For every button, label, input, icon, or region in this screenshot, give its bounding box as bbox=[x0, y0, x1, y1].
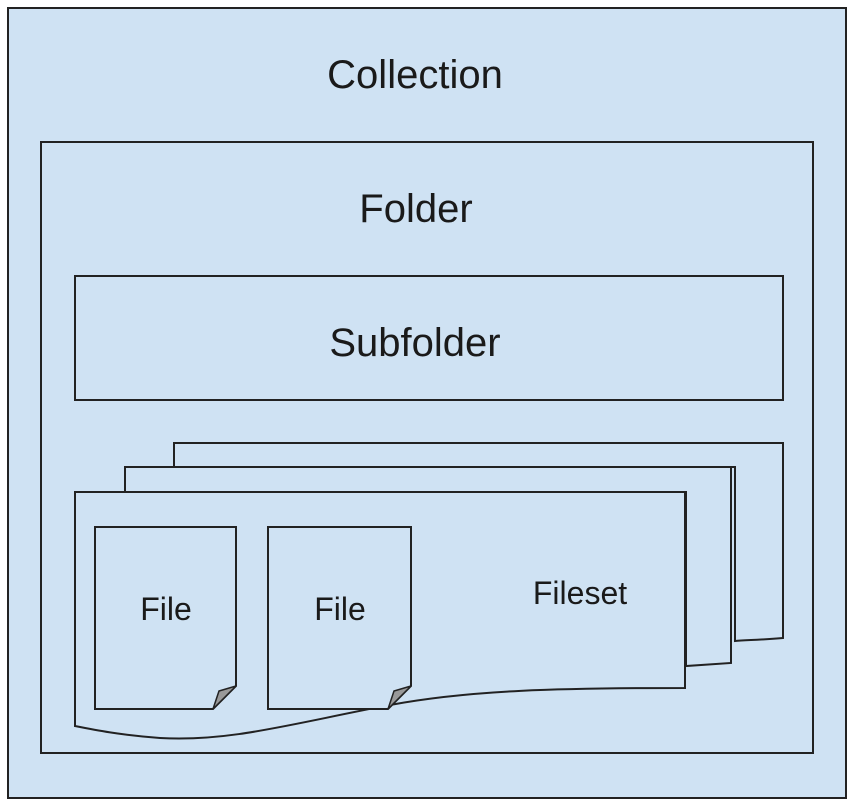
subfolder-label: Subfolder bbox=[329, 321, 500, 365]
folder-label: Folder bbox=[359, 187, 472, 231]
fileset-sheet-back bbox=[173, 442, 784, 643]
file-fold-corner-icon-1 bbox=[212, 685, 237, 710]
fileset-label: Fileset bbox=[533, 575, 627, 611]
subfolder-box bbox=[74, 275, 784, 401]
file-label-2: File bbox=[314, 591, 366, 627]
collection-label: Collection bbox=[327, 53, 503, 97]
file-label-1: File bbox=[140, 591, 192, 627]
file-fold-corner-icon-2 bbox=[387, 685, 412, 710]
